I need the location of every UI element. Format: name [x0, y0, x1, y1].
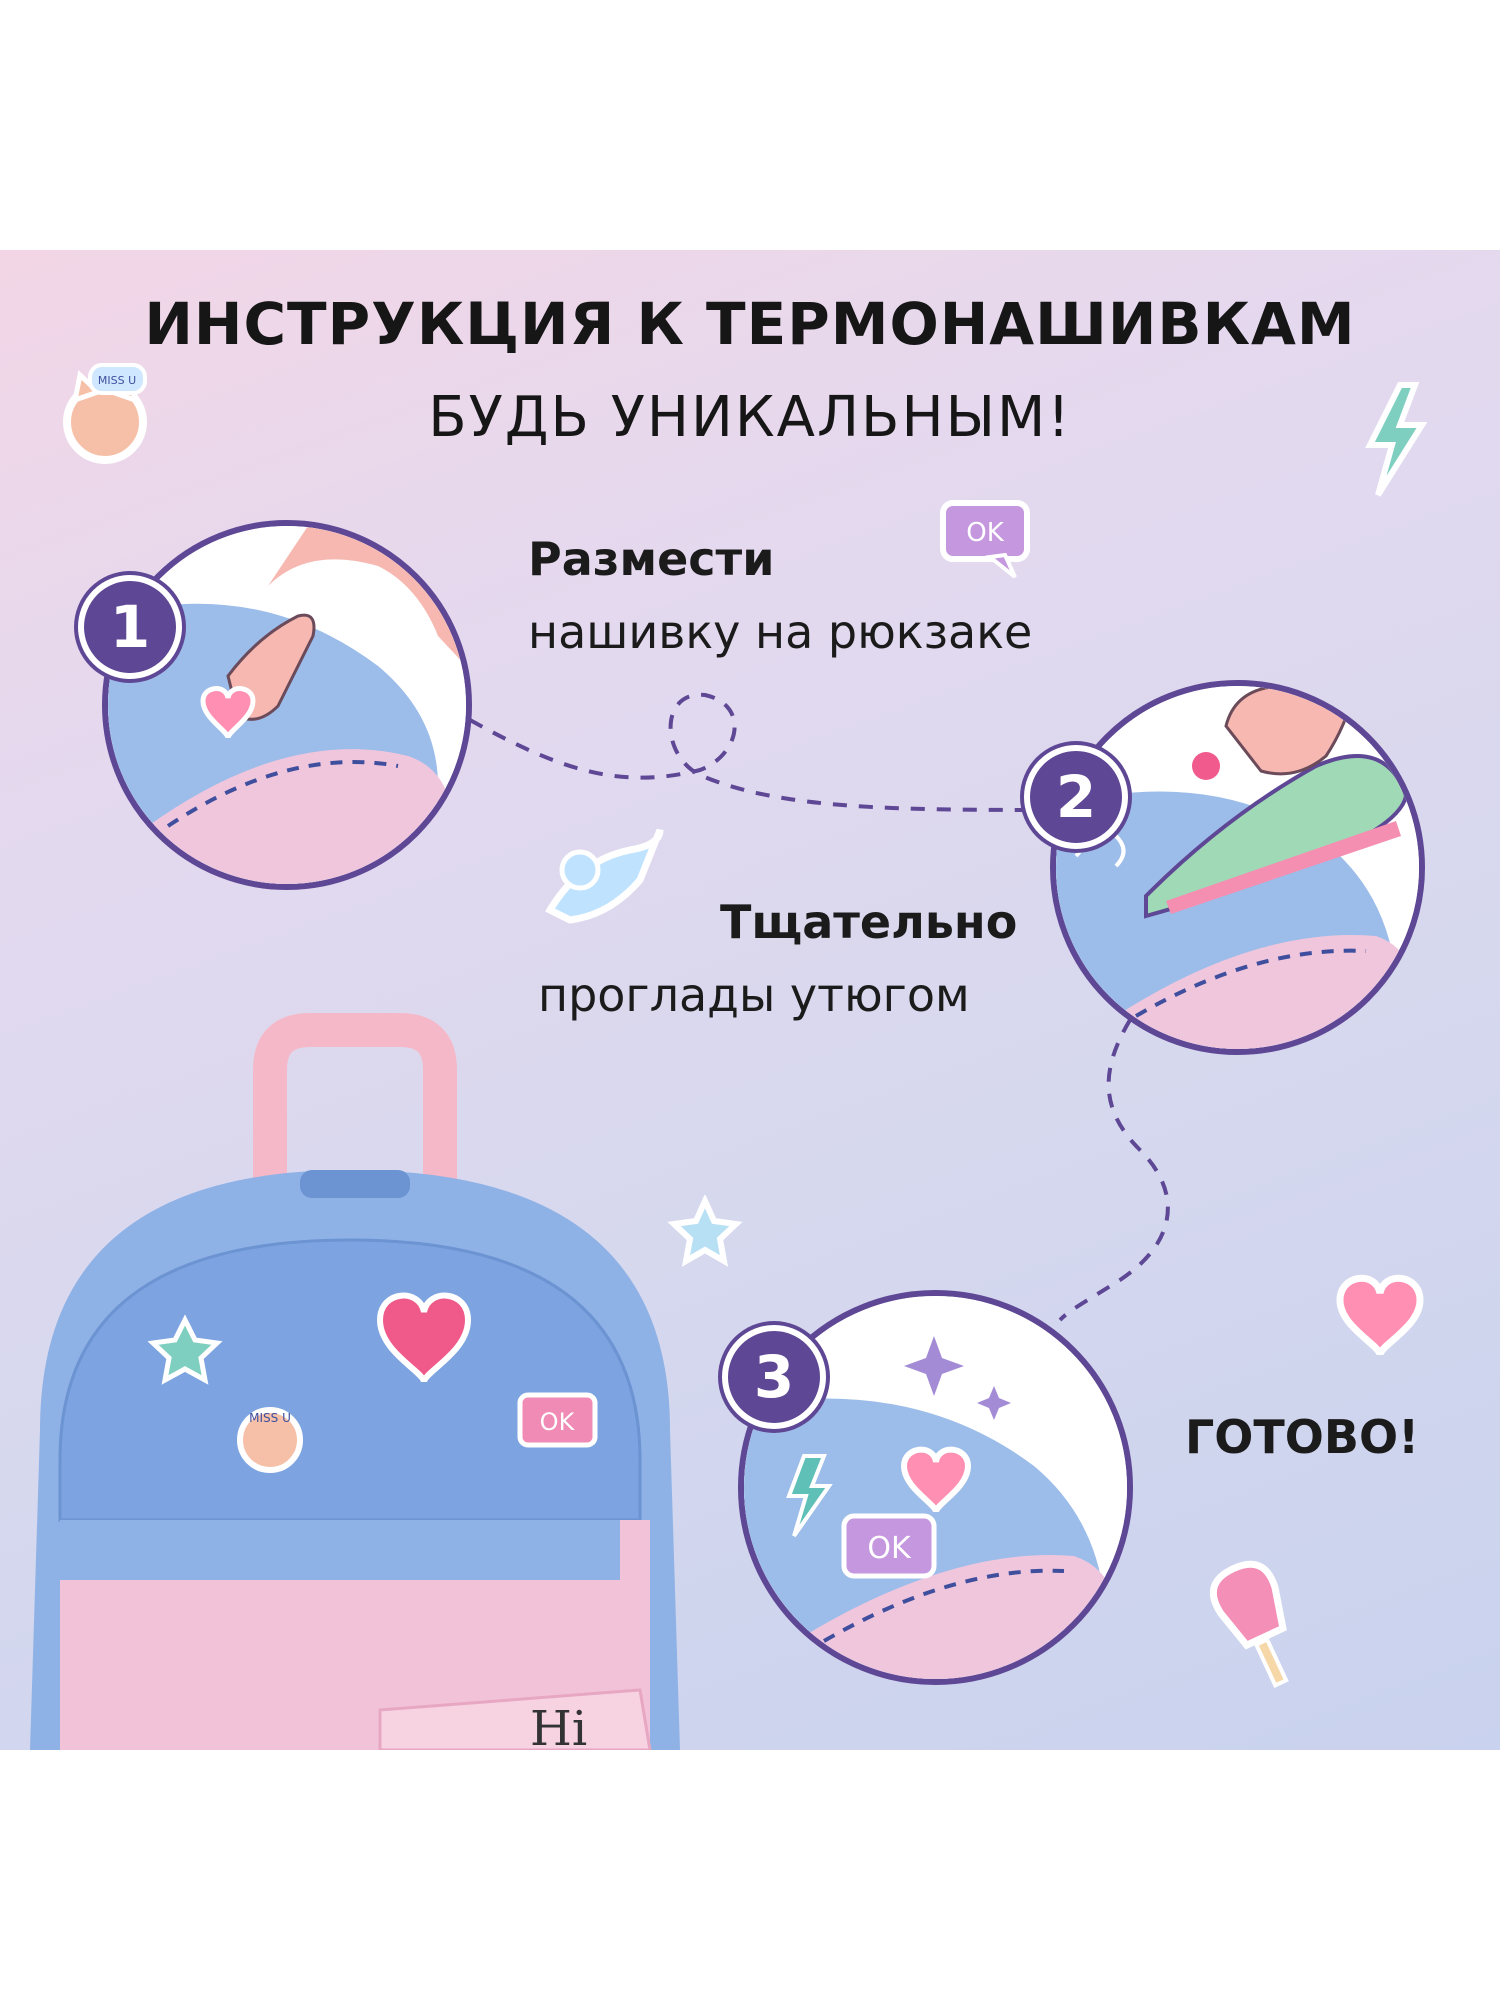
dashed-path [469, 692, 1170, 1322]
page-subtitle: БУДЬ УНИКАЛЬНЫМ! [428, 385, 1072, 450]
star-sticker [667, 1195, 743, 1267]
step2-badge: 2 [1024, 745, 1128, 849]
step3-title: ГОТОВО! [1185, 1410, 1420, 1464]
cat-sticker-text: MISS U [98, 374, 136, 387]
step1-illustration [102, 520, 472, 890]
step3-badge: 3 [722, 1325, 826, 1429]
backpack-miss-sticker-text: MISS U [249, 1411, 291, 1425]
step2-title: Тщательно [720, 895, 1018, 949]
lightning-icon [1365, 382, 1428, 497]
popsicle-sticker [1209, 1560, 1289, 1689]
step3-ok-sticker-text: OK [867, 1531, 912, 1566]
backpack-hi-text: Hi [530, 1701, 587, 1750]
instruction-card: ИНСТРУКЦИЯ К ТЕРМОНАШИВКАМ БУДЬ УНИКАЛЬН… [0, 250, 1500, 1750]
step2-illustration [1050, 680, 1425, 1055]
backpack-image: MISS U OK Hi [30, 1013, 680, 1750]
ok-bubble-text: OK [966, 518, 1004, 548]
heart-sticker [1336, 1274, 1424, 1357]
step1-title: Размести [528, 532, 775, 586]
ok-bubble-sticker: OK [940, 500, 1030, 579]
step1-badge: 1 [78, 575, 182, 679]
page-title: ИНСТРУКЦИЯ К ТЕРМОНАШИВКАМ [144, 290, 1356, 358]
backpack-ok-sticker-text: OK [540, 1408, 576, 1436]
cat-miss-sticker: MISS U [63, 363, 147, 464]
step2-description: проглады утюгом [538, 968, 970, 1022]
step1-description: нашивку на рюкзаке [528, 605, 1033, 659]
cat-leaping-sticker [545, 828, 664, 924]
